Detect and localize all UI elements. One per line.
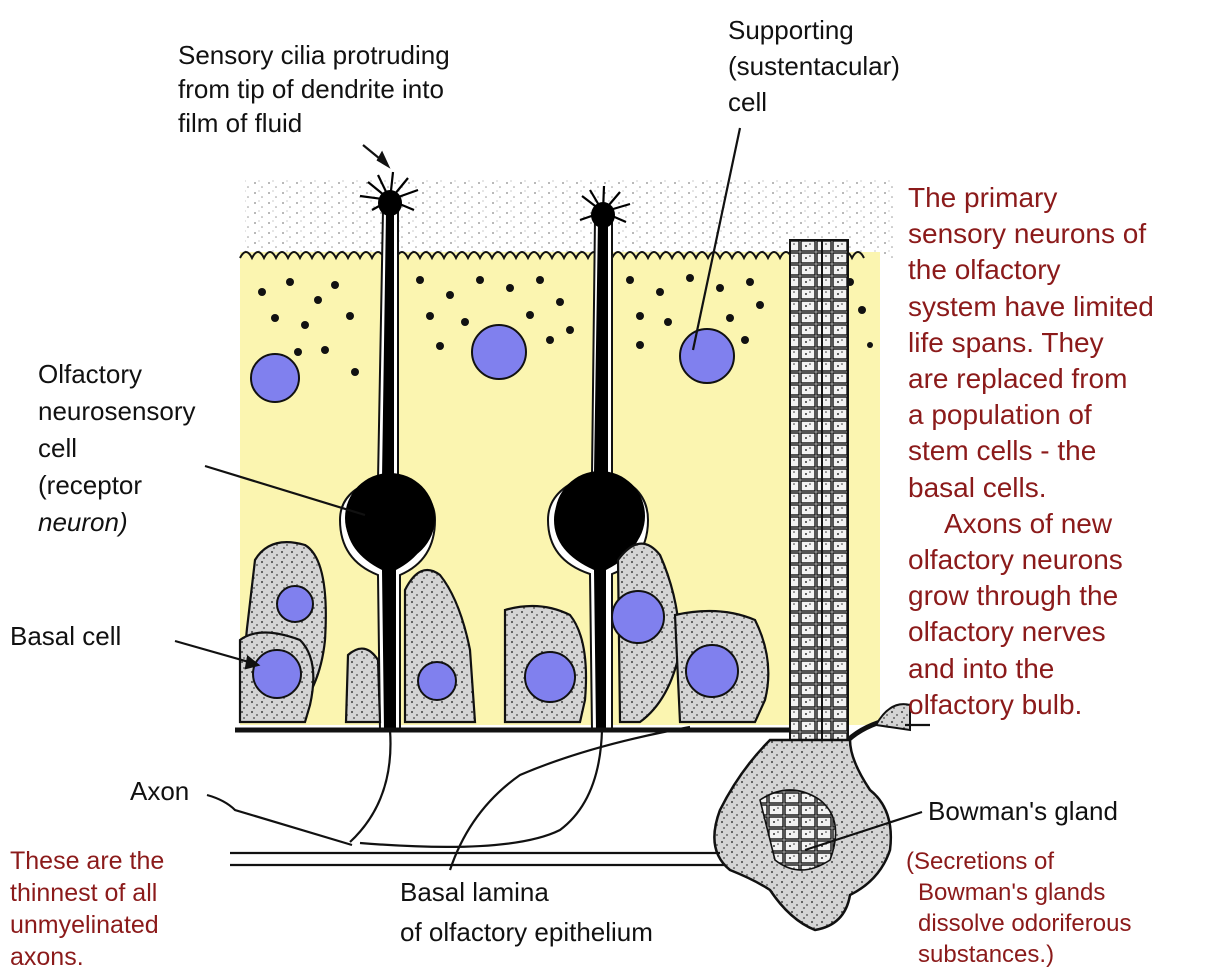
label-line: neuron) [38, 504, 196, 541]
note-bowmans-secretions: (Secretions of Bowman's glands dissolve … [906, 846, 1131, 970]
right-edge-cell [876, 704, 910, 730]
label-line: cell [728, 84, 900, 120]
label-line: Supporting [728, 12, 900, 48]
label-line: cell [38, 430, 196, 467]
note-primary-sensory-neurons: The primary sensory neurons of the olfac… [908, 180, 1154, 723]
label-bowmans-gland: Bowman's gland [928, 796, 1118, 827]
note-line: thinnest of all [10, 877, 164, 909]
note-line: axons. [10, 941, 164, 973]
note-line: life spans. They [908, 325, 1154, 361]
note-line: sensory neurons of [908, 216, 1154, 252]
note-line: are replaced from [908, 361, 1154, 397]
label-line: (receptor [38, 467, 196, 504]
note-line: stem cells - the [908, 433, 1154, 469]
note-line: grow through the [908, 578, 1154, 614]
label-supporting-cell: Supporting (sustentacular) cell [728, 12, 900, 120]
label-line: Olfactory [38, 356, 196, 393]
label-sensory-cilia: Sensory cilia protruding from tip of den… [178, 38, 450, 140]
label-line: neurosensory [38, 393, 196, 430]
note-line: unmyelinated [10, 909, 164, 941]
note-line: a population of [908, 397, 1154, 433]
label-line: Basal lamina [400, 872, 653, 912]
note-line: Axons of new [908, 506, 1154, 542]
axon-bundle [230, 730, 725, 865]
label-line: from tip of dendrite into [178, 72, 450, 106]
note-line: These are the [10, 845, 164, 877]
label-line: film of fluid [178, 106, 450, 140]
note-line: and into the [908, 651, 1154, 687]
label-basal-cell: Basal cell [10, 621, 121, 652]
note-line: substances.) [906, 939, 1131, 970]
note-line: basal cells. [908, 470, 1154, 506]
note-line: the olfactory [908, 252, 1154, 288]
note-line: Bowman's glands [906, 877, 1131, 908]
note-line: system have limited [908, 289, 1154, 325]
note-line: The primary [908, 180, 1154, 216]
label-line: (sustentacular) [728, 48, 900, 84]
label-basal-lamina: Basal lamina of olfactory epithelium [400, 872, 653, 952]
note-line: dissolve odoriferous [906, 908, 1131, 939]
label-axon: Axon [130, 776, 189, 807]
note-line: olfactory nerves [908, 614, 1154, 650]
label-line: of olfactory epithelium [400, 912, 653, 952]
note-unmyelinated-axons: These are the thinnest of all unmyelinat… [10, 845, 164, 973]
note-line: olfactory neurons [908, 542, 1154, 578]
label-olfactory-neuron: Olfactory neurosensory cell (receptor ne… [38, 356, 196, 541]
note-line: (Secretions of [906, 846, 1131, 877]
note-line: olfactory bulb. [908, 687, 1154, 723]
label-line: Sensory cilia protruding [178, 38, 450, 72]
